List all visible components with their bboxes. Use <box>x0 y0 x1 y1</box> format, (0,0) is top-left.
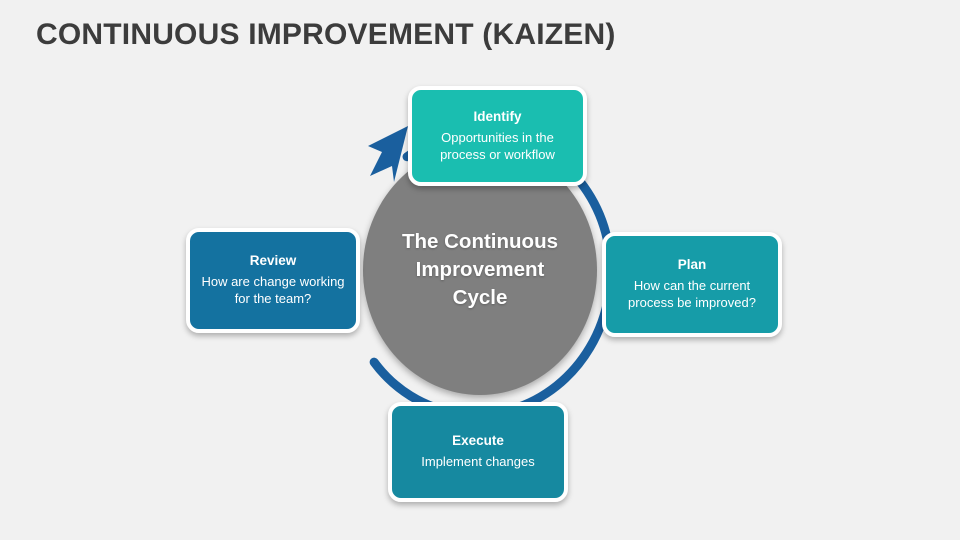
cycle-center-label: The Continuous Improvement Cycle <box>401 230 558 309</box>
step-description-execute: Implement changes <box>421 454 535 470</box>
kaizen-cycle-diagram: The Continuous Improvement Cycle Identif… <box>0 70 960 520</box>
step-card-identify[interactable]: Identify Opportunities in the process or… <box>408 86 587 186</box>
step-card-review[interactable]: Review How are change working for the te… <box>186 228 360 333</box>
step-description-identify: Opportunities in the process or workflow <box>440 129 555 162</box>
cycle-center-circle: The Continuous Improvement Cycle <box>363 145 597 395</box>
step-title-review: Review <box>249 253 297 269</box>
step-description-review: How are change working for the team? <box>201 274 345 307</box>
step-title-execute: Execute <box>452 433 504 449</box>
step-title-identify: Identify <box>473 108 522 124</box>
step-card-execute[interactable]: Execute Implement changes <box>388 402 568 502</box>
step-description-plan: How can the current process be improved? <box>628 278 756 311</box>
arrow-head-icon <box>368 126 408 182</box>
page-title: CONTINUOUS IMPROVEMENT (KAIZEN) <box>36 18 616 51</box>
step-title-plan: Plan <box>677 257 707 273</box>
step-card-plan[interactable]: Plan How can the current process be impr… <box>602 232 782 337</box>
